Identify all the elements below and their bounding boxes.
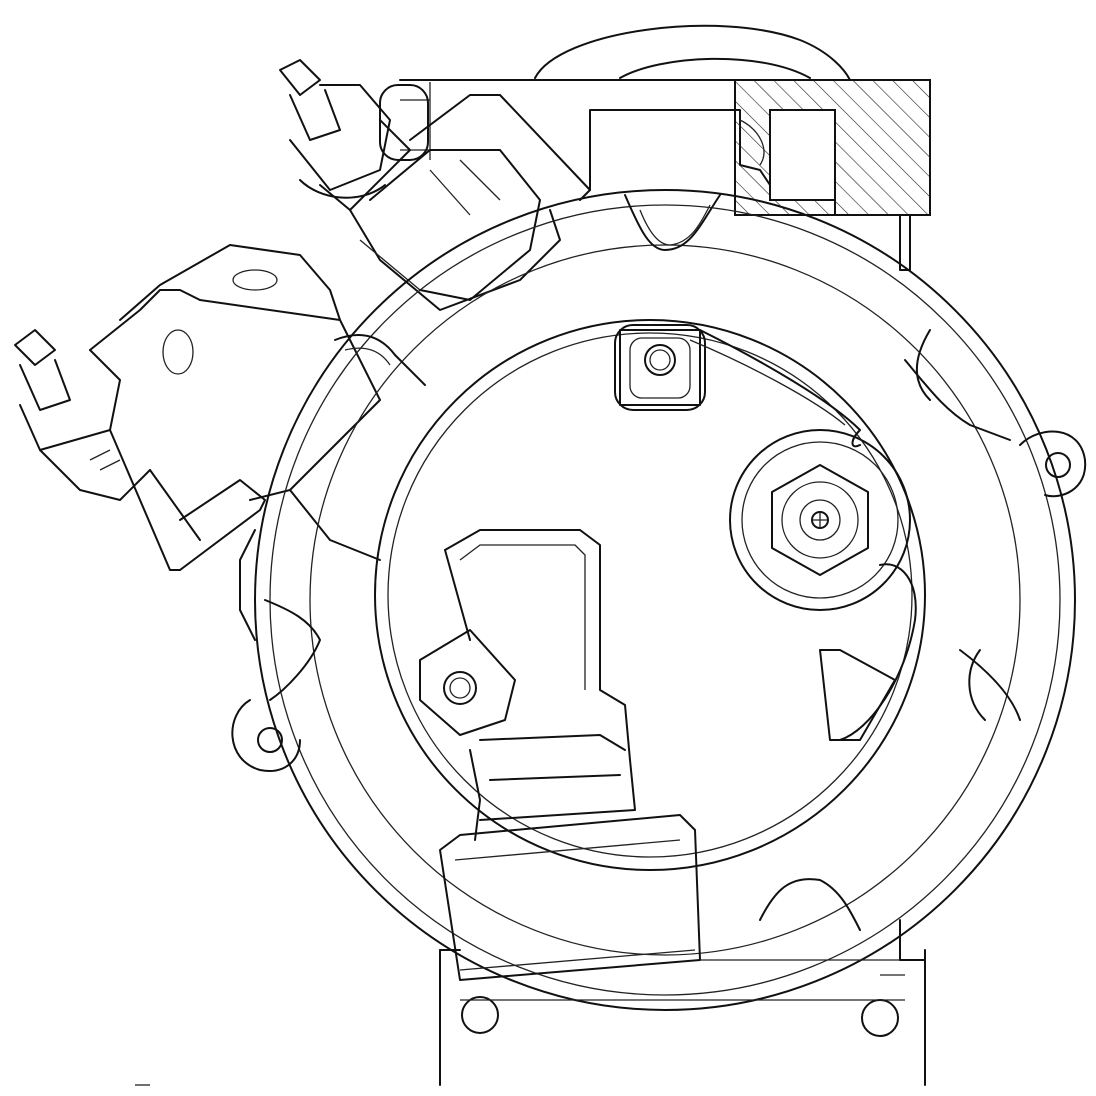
bracket-hole-left xyxy=(461,996,499,1034)
left-ear-hole xyxy=(257,727,283,753)
inner-rib xyxy=(689,329,917,741)
upper-bolt xyxy=(644,344,676,376)
outer-housing xyxy=(239,189,1076,1011)
bottom-bracket xyxy=(439,919,926,1086)
upper-sensor-assembly xyxy=(279,59,591,311)
mounting-ears xyxy=(231,430,1087,772)
lower-bolt xyxy=(443,671,477,705)
bolt-bosses xyxy=(419,324,706,736)
top-hose xyxy=(534,24,851,81)
left-switch-assembly xyxy=(14,244,381,571)
top-manifold-block xyxy=(379,79,931,271)
housing-notches xyxy=(264,194,1021,931)
center-channel xyxy=(444,529,636,841)
shaft-hub xyxy=(729,429,911,611)
bottom-connector xyxy=(439,814,900,981)
right-ear-hole xyxy=(1045,452,1071,478)
bracket-hole-right xyxy=(861,999,899,1037)
